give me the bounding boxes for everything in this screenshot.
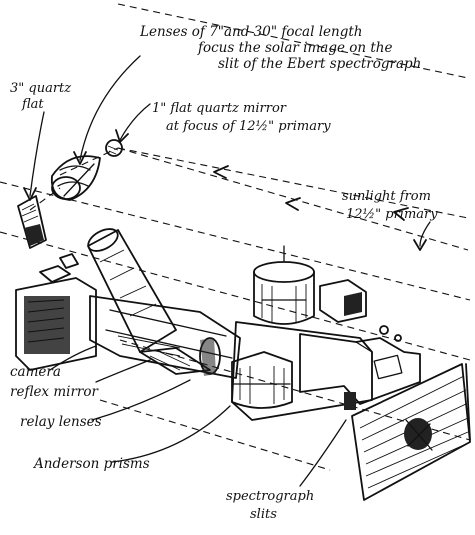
lenses-label-line3: slit of the Ebert spectrograph <box>218 56 421 72</box>
leader-arrowhead-icon <box>73 151 87 165</box>
leader-arrowhead-icon <box>115 129 129 143</box>
slits-label-line1: spectrograph <box>226 489 314 504</box>
arrow-left-icon <box>285 197 301 211</box>
lenses-label-line1: Lenses of 7"and 30" focal length <box>139 24 362 40</box>
reflex-tube <box>87 228 177 353</box>
leader-lines <box>23 55 431 487</box>
reflex-mirror-label: reflex mirror <box>10 384 99 400</box>
labels: Lenses of 7"and 30" focal length focus t… <box>10 24 438 522</box>
flat-quartz-mirror <box>105 139 123 157</box>
lenses-assembly <box>50 155 101 201</box>
leader-arrowhead-icon <box>413 239 427 251</box>
lower-prism-housing <box>231 351 293 409</box>
sunlight-label-line2: 12½" primary <box>346 207 438 222</box>
quartz-flat-label-line1: 3" quartz <box>10 81 71 96</box>
mirror-label-line1: 1" flat quartz mirror <box>152 101 287 116</box>
lens-to-flat-beam <box>29 187 61 211</box>
quartz-flat-label-line2: flat <box>21 97 44 112</box>
camera-label: camera <box>10 364 61 380</box>
upper-prism-housing <box>253 245 315 325</box>
quartz-flat <box>17 195 47 249</box>
slit-plate <box>351 363 471 501</box>
slits-label-line2: slits <box>250 507 277 522</box>
mid-beam-line <box>0 181 471 301</box>
anderson-prisms-label: Anderson prisms <box>32 456 150 472</box>
sunlight-beam-lower <box>117 147 469 251</box>
leader-arrowhead-icon <box>23 187 37 201</box>
spectrograph-box <box>231 321 421 421</box>
bottom-beam-line <box>99 399 331 471</box>
light-beams <box>0 3 471 471</box>
arrow-left-icon <box>213 165 229 179</box>
sunlight-label-line1: sunlight from <box>342 189 431 204</box>
relay-tube <box>89 295 241 379</box>
mirror-to-lens-beam <box>59 147 119 176</box>
mirror-label-line2: at focus of 12½" primary <box>166 119 331 134</box>
lower-beam-line <box>0 231 471 361</box>
camera-body <box>15 253 97 371</box>
upper-block <box>319 279 367 323</box>
relay-lenses-label: relay lenses <box>20 414 102 430</box>
beam-arrows <box>213 165 409 221</box>
arrow-left-icon <box>393 207 409 221</box>
lenses-label-line2: focus the solar image on the <box>197 40 392 56</box>
